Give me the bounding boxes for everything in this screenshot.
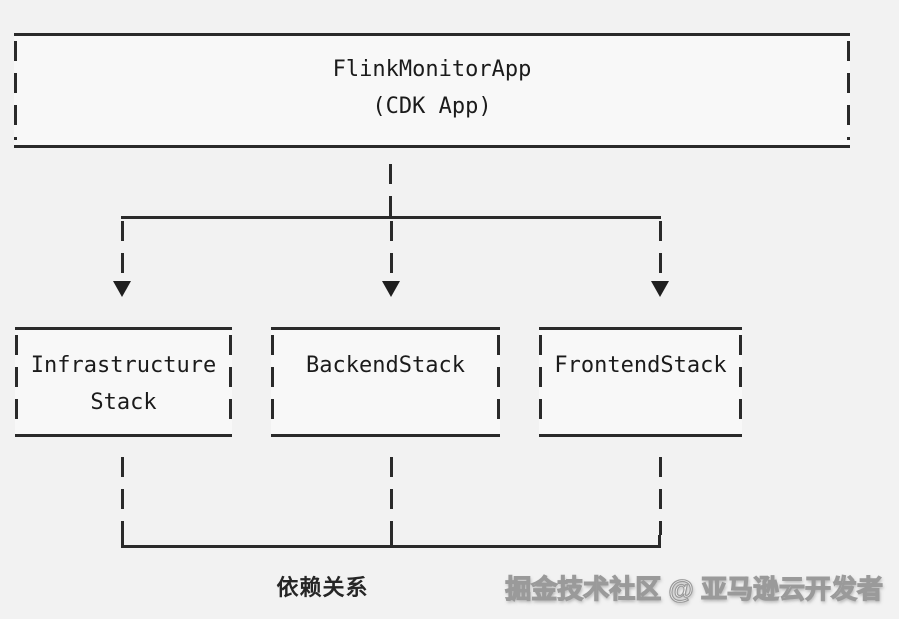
dependency-bracket-mid-stub xyxy=(390,535,393,547)
connector-app-stem xyxy=(389,164,392,219)
stack-label: BackendStack xyxy=(306,353,465,378)
app-box: FlinkMonitorApp (CDK App) xyxy=(14,33,850,148)
dependency-line-center xyxy=(390,457,393,535)
app-box-title: FlinkMonitorApp xyxy=(332,57,532,82)
branch-line-right xyxy=(659,221,662,278)
split-line xyxy=(121,216,661,219)
dependency-line-left xyxy=(121,457,124,535)
app-box-subtitle: (CDK App) xyxy=(372,94,492,119)
branch-line-left xyxy=(121,221,124,278)
stack-box-infrastructure: Infrastructure Stack xyxy=(15,327,232,437)
arrow-down-icon xyxy=(651,281,669,297)
arrow-down-icon xyxy=(382,281,400,297)
branch-line-center xyxy=(390,221,393,278)
stack-label: FrontendStack xyxy=(554,353,727,378)
stack-box-frontend: FrontendStack xyxy=(539,327,742,437)
stack-label: Stack xyxy=(90,390,157,415)
arrow-down-icon xyxy=(113,281,131,297)
watermark: 掘金技术社区 @ 亚马逊云开发者 xyxy=(505,573,884,604)
stack-label: Infrastructure xyxy=(30,353,217,378)
dependency-line-right xyxy=(659,457,662,535)
dependency-label: 依赖关系 xyxy=(276,575,369,600)
stack-box-backend: BackendStack xyxy=(271,327,500,437)
